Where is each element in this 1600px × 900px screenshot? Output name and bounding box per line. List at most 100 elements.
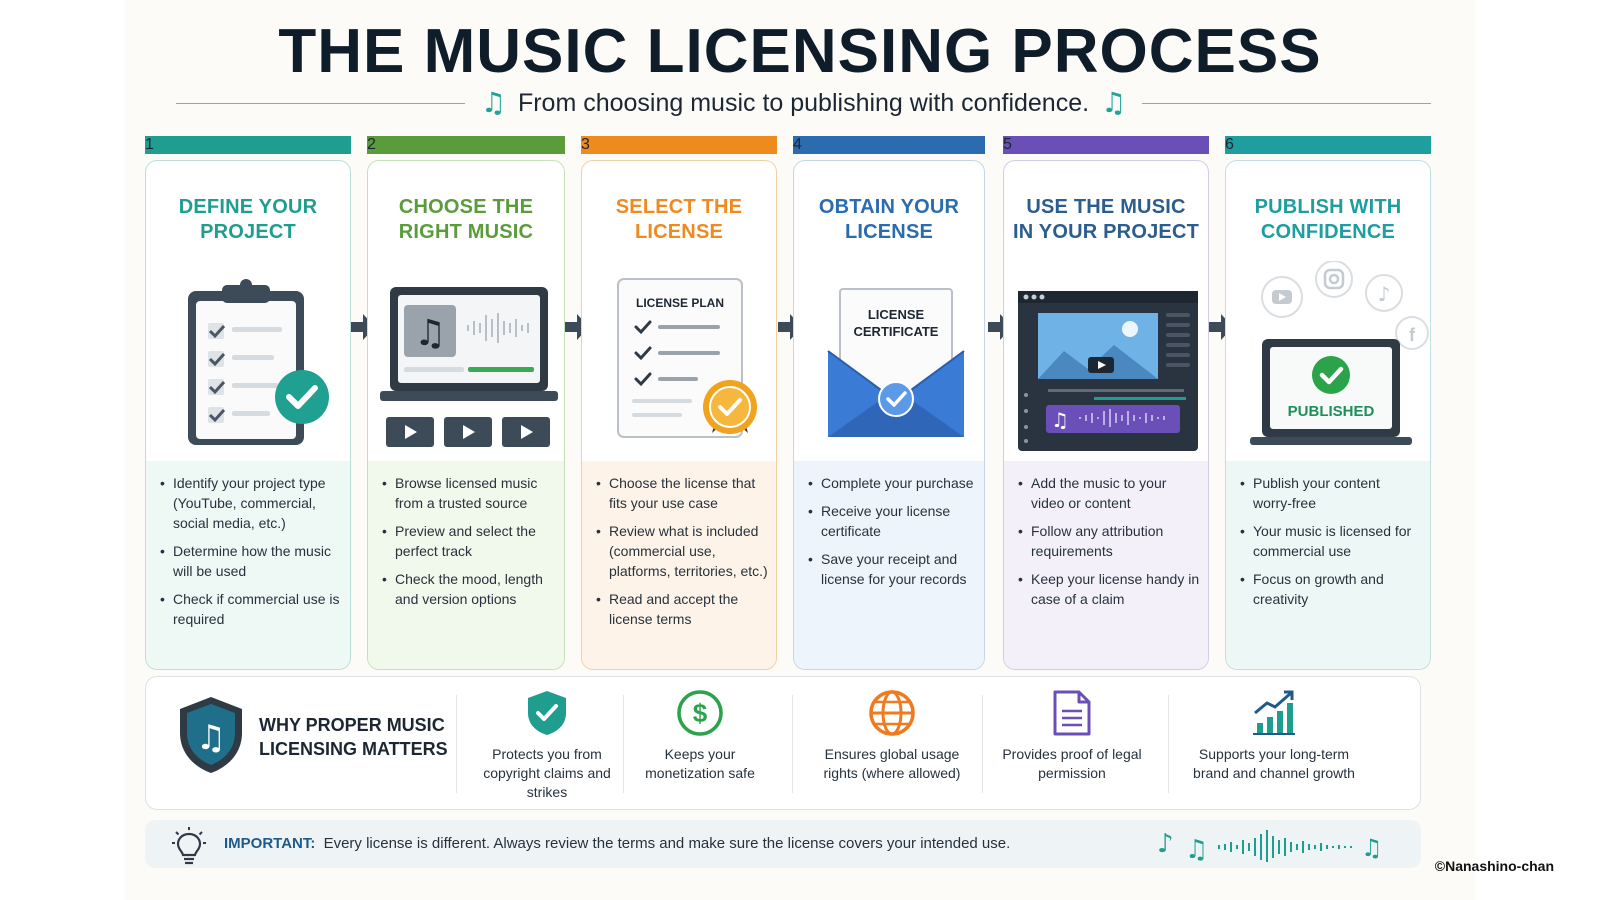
divider	[982, 695, 983, 793]
list-item: Add the music to your video or content	[1018, 473, 1200, 513]
svg-text:♫: ♫	[414, 313, 446, 354]
list-item: Read and accept the license terms	[596, 589, 768, 629]
step-3-title-line2: LICENSE	[634, 221, 724, 243]
step-3-title: SELECT THE LICENSE	[588, 195, 770, 245]
license-plan-document-icon: LICENSE PLAN	[582, 261, 776, 451]
important-text-row: IMPORTANT: Every license is different. A…	[224, 835, 1010, 852]
step-2-title: CHOOSE THE RIGHT MUSIC	[374, 195, 558, 245]
subtitle-rule-left	[176, 102, 465, 104]
why-item-growth: Supports your long-term brand and channe…	[1182, 677, 1366, 811]
step-6-number: 6	[1225, 136, 1431, 154]
step-3: SELECT THE LICENSE LICENSE PLAN	[581, 136, 777, 670]
important-label: IMPORTANT:	[224, 835, 316, 852]
step-6-title-line2: CONFIDENCE	[1260, 221, 1396, 243]
list-item: Determine how the music will be used	[160, 541, 342, 581]
list-item: Check the mood, length and version optio…	[382, 569, 556, 609]
why-item-text: Keeps your monetization safe	[645, 746, 755, 781]
why-item-text: Protects you from copyright claims and s…	[483, 746, 611, 800]
divider	[1168, 695, 1169, 793]
page-title: THE MUSIC LICENSING PROCESS	[278, 17, 1322, 86]
list-item: Review what is included (commercial use,…	[596, 521, 768, 581]
music-note-icon: ♫	[480, 86, 506, 119]
copyright-text: ©Nanashino-chan	[1434, 858, 1554, 874]
step-4-title-line1: OBTAIN YOUR	[818, 196, 960, 218]
step-5-bullets: Add the music to your video or content F…	[1018, 473, 1200, 617]
svg-text:♫: ♫	[1361, 834, 1383, 862]
svg-text:$: $	[693, 698, 708, 728]
step-5-title-line1: USE THE MUSIC	[1026, 196, 1186, 218]
why-item-text: Supports your long-term brand and channe…	[1193, 746, 1355, 781]
step-1-card: DEFINE YOUR PROJECT	[145, 160, 351, 670]
step-3-bullets: Choose the license that fits your use ca…	[596, 473, 768, 637]
svg-text:♫: ♫	[196, 718, 226, 758]
step-4-card: OBTAIN YOUR LICENSE LICENSE CERTIFICATE …	[793, 160, 985, 670]
svg-text:♫: ♫	[1051, 408, 1069, 432]
document-icon	[1053, 690, 1091, 736]
step-1-number: 1	[145, 136, 351, 154]
step-4-title-line2: LICENSE	[844, 221, 934, 243]
step-4-bullets: Complete your purchase Receive your lice…	[808, 473, 976, 597]
list-item: Preview and select the perfect track	[382, 521, 556, 561]
subtitle-text: From choosing music to publishing with c…	[517, 88, 1090, 117]
dollar-coin-icon: $	[677, 690, 723, 736]
why-item-global: Ensures global usage rights (where allow…	[806, 677, 978, 811]
step-5-title-line2: IN YOUR PROJECT	[1013, 221, 1199, 243]
list-item: Your music is licensed for commercial us…	[1240, 521, 1422, 561]
license-plan-label: LICENSE PLAN	[636, 296, 724, 310]
step-4: OBTAIN YOUR LICENSE LICENSE CERTIFICATE …	[793, 136, 985, 670]
step-1-title-line2: PROJECT	[200, 221, 296, 243]
step-3-card: SELECT THE LICENSE LICENSE PLAN	[581, 160, 777, 670]
subtitle-rule-right	[1142, 102, 1431, 104]
step-5-number: 5	[1003, 136, 1209, 154]
step-6-bullets: Publish your content worry-free Your mus…	[1240, 473, 1422, 617]
clipboard-checklist-icon	[146, 261, 350, 451]
subtitle-row: ♫ From choosing music to publishing with…	[176, 86, 1431, 120]
why-item-proof: Provides proof of legal permission	[994, 677, 1150, 811]
music-note-icon: ♫	[1101, 86, 1127, 119]
step-1: DEFINE YOUR PROJECT	[145, 136, 351, 670]
step-2: CHOOSE THE RIGHT MUSIC ♫	[367, 136, 565, 670]
list-item: Identify your project type (YouTube, com…	[160, 473, 342, 533]
list-item: Receive your license certificate	[808, 501, 976, 541]
growth-chart-icon	[1253, 690, 1295, 735]
step-6-title: PUBLISH WITH CONFIDENCE	[1232, 195, 1424, 245]
svg-text:f: f	[1409, 325, 1416, 345]
svg-text:♪: ♪	[1378, 282, 1391, 306]
step-1-title-line1: DEFINE YOUR	[178, 196, 318, 218]
why-licensing-panel: ♫ WHY PROPER MUSIC LICENSING MATTERS Pro…	[145, 676, 1421, 810]
list-item: Choose the license that fits your use ca…	[596, 473, 768, 513]
important-note: IMPORTANT: Every license is different. A…	[145, 820, 1421, 868]
step-5: USE THE MUSIC IN YOUR PROJECT	[1003, 136, 1209, 670]
divider	[792, 695, 793, 793]
why-item-text: Ensures global usage rights (where allow…	[823, 746, 961, 781]
step-2-title-line2: RIGHT MUSIC	[398, 221, 534, 243]
step-6-card: PUBLISH WITH CONFIDENCE ♪ f	[1225, 160, 1431, 670]
step-5-title: USE THE MUSIC IN YOUR PROJECT	[1010, 195, 1202, 245]
globe-icon	[869, 690, 915, 736]
laptop-published-icon: ♪ f PUBLISHED	[1226, 260, 1430, 451]
list-item: Check if commercial use is required	[160, 589, 342, 629]
why-item-monetization: $ Keeps your monetization safe	[632, 677, 768, 811]
list-item: Keep your license handy in case of a cla…	[1018, 569, 1200, 609]
step-2-bullets: Browse licensed music from a trusted sou…	[382, 473, 556, 617]
why-item-protects: Protects you from copyright claims and s…	[468, 677, 626, 811]
list-item: Browse licensed music from a trusted sou…	[382, 473, 556, 513]
list-item: Publish your content worry-free	[1240, 473, 1422, 513]
lightbulb-icon	[172, 827, 206, 865]
shield-check-icon	[528, 691, 566, 735]
steps-row: DEFINE YOUR PROJECT	[145, 136, 1455, 670]
music-shield-icon: ♫	[180, 697, 242, 773]
subtitle: ♫ From choosing music to publishing with…	[465, 89, 1142, 118]
step-6: PUBLISH WITH CONFIDENCE ♪ f	[1225, 136, 1431, 670]
license-certificate-envelope-icon: LICENSE CERTIFICATE	[794, 261, 984, 451]
list-item: Focus on growth and creativity	[1240, 569, 1422, 609]
important-text: Every license is different. Always revie…	[323, 835, 1011, 852]
step-3-title-line1: SELECT THE	[615, 196, 743, 218]
published-label: PUBLISHED	[1288, 403, 1375, 420]
list-item: Complete your purchase	[808, 473, 976, 493]
step-4-title: OBTAIN YOUR LICENSE	[800, 195, 978, 245]
laptop-music-player-icon: ♫	[368, 261, 564, 451]
certificate-label-line1: LICENSE	[868, 307, 925, 322]
music-waveform-icon: ♪ ♫ ♫	[1157, 829, 1383, 862]
divider	[456, 695, 457, 793]
